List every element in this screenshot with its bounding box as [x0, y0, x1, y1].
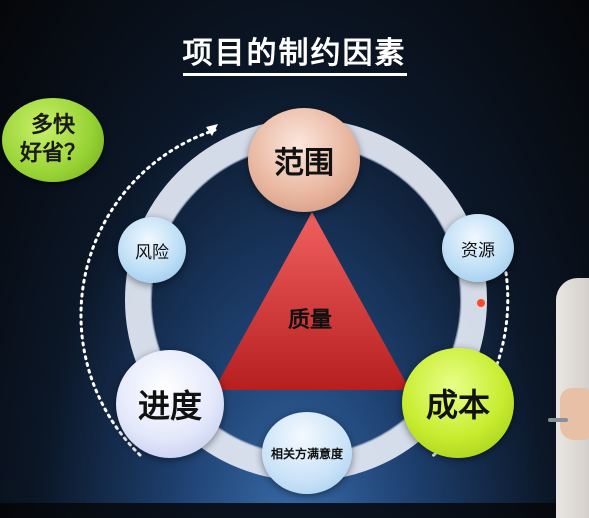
center-quality-label: 质量 — [287, 308, 332, 333]
node-cost: 成本 — [402, 348, 514, 458]
laser-dot — [477, 299, 485, 307]
arc-arrowhead — [206, 124, 218, 136]
page-title: 项目的制约因素 — [0, 28, 589, 76]
node-schedule: 进度 — [116, 350, 224, 458]
presenter-pen — [548, 418, 568, 422]
question-badge: 多快 好省？ — [2, 98, 104, 182]
node-resource: 资源 — [442, 214, 514, 282]
node-scope-label: 范围 — [274, 146, 334, 181]
node-stakeholder-satisfaction: 相关方满意度 — [262, 412, 352, 494]
node-scope: 范围 — [248, 108, 360, 212]
node-risk: 风险 — [118, 217, 186, 283]
node-resource-label: 资源 — [461, 240, 495, 261]
badge-line-1: 多快 — [30, 113, 75, 138]
dotted-arc-left — [79, 128, 217, 457]
node-cost-label: 成本 — [425, 386, 490, 424]
node-stakeholder-label: 相关方满意度 — [270, 446, 343, 461]
node-schedule-label: 进度 — [137, 387, 202, 425]
badge-line-2: 好省？ — [19, 141, 86, 166]
node-risk-label: 风险 — [135, 242, 169, 263]
quality-triangle — [214, 212, 410, 390]
presenter-hand — [560, 388, 589, 440]
